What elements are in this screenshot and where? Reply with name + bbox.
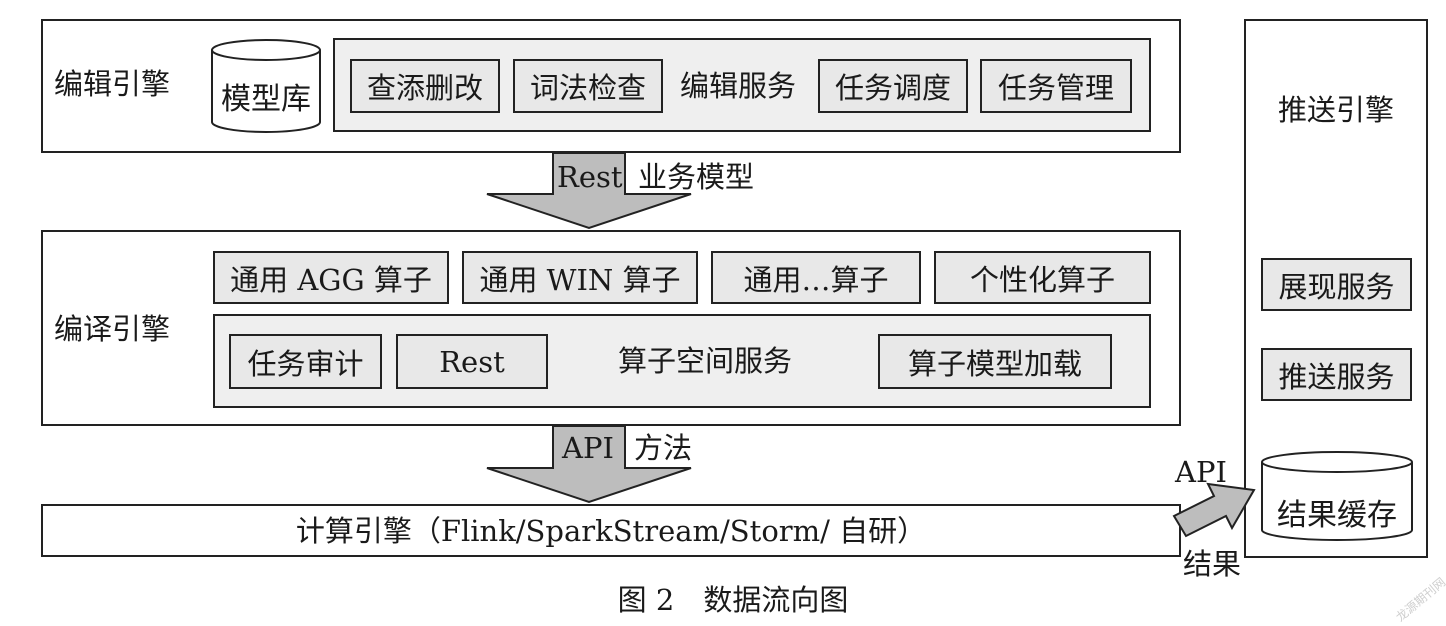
operator-model-load-button[interactable]: 算子模型加载 [878, 334, 1112, 389]
side-arrow-api-label: API [1175, 455, 1227, 489]
operator-agg-button[interactable]: 通用 AGG 算子 [213, 251, 449, 304]
down-arrow-1-icon [486, 152, 692, 230]
edit-engine-label: 编辑引擎 [54, 67, 171, 101]
model-store-cylinder-icon [211, 39, 321, 133]
lexical-check-button[interactable]: 词法检查 [513, 59, 663, 113]
model-store-label: 模型库 [221, 82, 311, 117]
operator-generic-button[interactable]: 通用…算子 [711, 251, 921, 304]
down-arrow-2-icon [486, 425, 692, 504]
task-audit-button[interactable]: 任务审计 [229, 334, 382, 389]
display-service-button[interactable]: 展现服务 [1261, 258, 1412, 311]
arrow2-method-label: 方法 [634, 431, 693, 465]
result-cache-label: 结果缓存 [1277, 498, 1397, 533]
arrow1-business-model-label: 业务模型 [638, 160, 755, 194]
result-cache-cylinder-icon [1261, 451, 1413, 541]
task-scheduling-button[interactable]: 任务调度 [818, 59, 968, 113]
operator-win-button[interactable]: 通用 WIN 算子 [462, 251, 698, 304]
side-arrow-result-label: 结果 [1183, 547, 1242, 581]
rest-button[interactable]: Rest [396, 334, 548, 389]
edit-crud-button[interactable]: 查添删改 [350, 59, 500, 113]
push-service-button[interactable]: 推送服务 [1261, 348, 1412, 401]
operator-custom-button[interactable]: 个性化算子 [934, 251, 1151, 304]
edit-service-label: 编辑服务 [680, 69, 797, 103]
figure-caption: 图 2 数据流向图 [617, 583, 849, 617]
arrow2-api-label: API [562, 431, 614, 465]
compile-engine-label: 编译引擎 [54, 312, 171, 346]
compute-engine-label: 计算引擎（Flink/SparkStream/Storm/ 自研） [295, 514, 927, 548]
operator-space-service-label: 算子空间服务 [618, 344, 793, 378]
arrow1-rest-label: Rest [557, 160, 623, 194]
side-arrow-icon [1172, 482, 1256, 538]
push-engine-label: 推送引擎 [1277, 93, 1394, 127]
task-management-button[interactable]: 任务管理 [980, 59, 1132, 113]
compute-engine-box [41, 504, 1181, 557]
